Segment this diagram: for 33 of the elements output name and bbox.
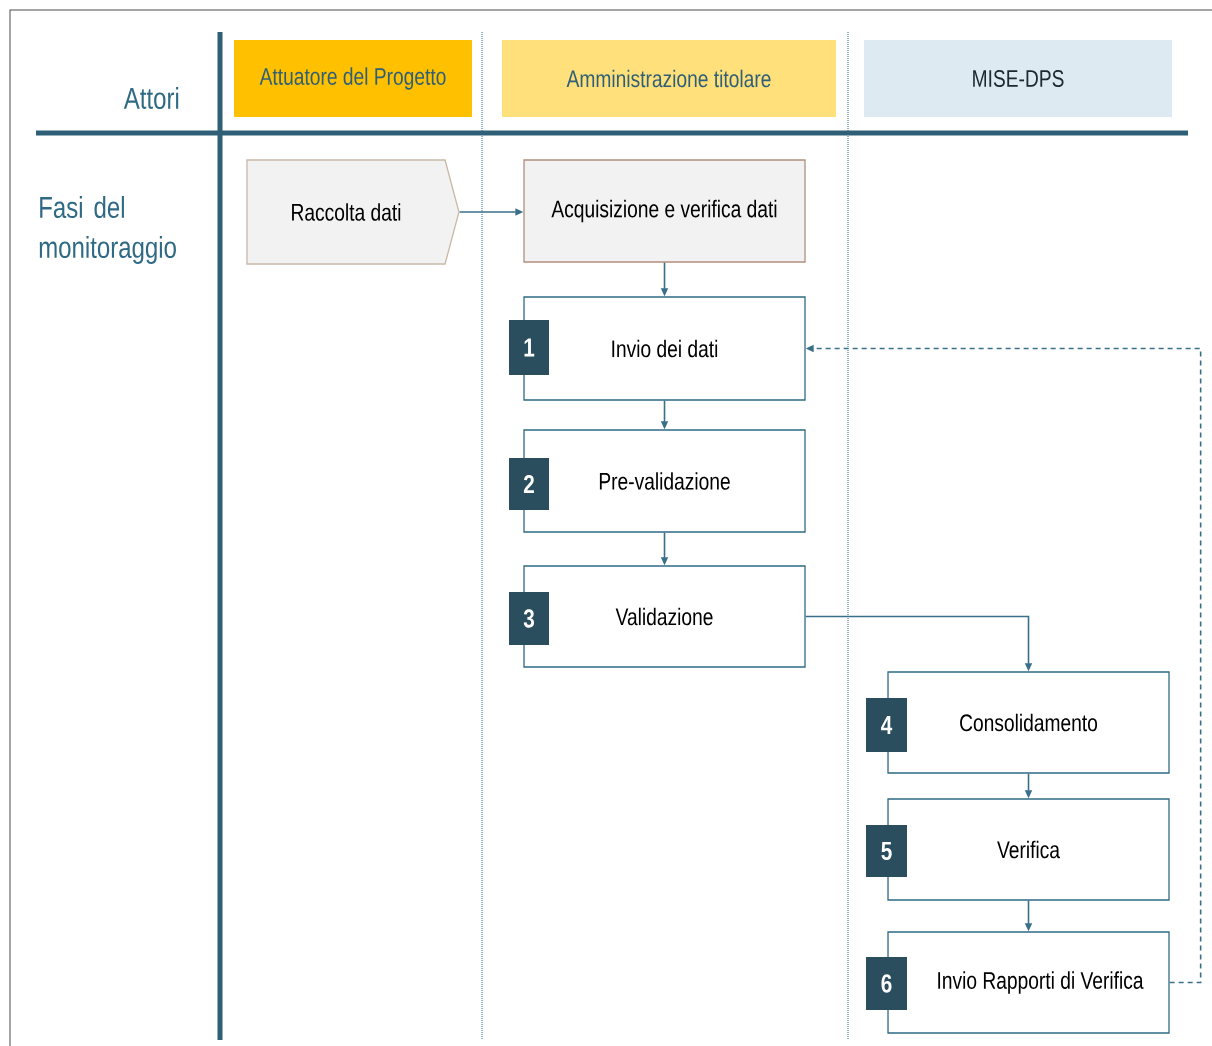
node-label: Invio dei dati <box>612 339 718 358</box>
node-label: Validazione <box>615 607 713 626</box>
process-box <box>523 296 806 401</box>
header-label: Fasi del monitoraggio <box>39 196 176 264</box>
node-label: Pre-validazione <box>599 472 730 490</box>
process-box <box>523 429 806 533</box>
node-label: Amministrazione titolare <box>566 69 771 88</box>
step-number-badge <box>866 825 907 877</box>
step-number-badge <box>866 698 907 752</box>
node-label: Invio Rapporti di Verifica <box>938 971 1144 994</box>
node-label: 1 <box>524 338 535 357</box>
header-cell <box>234 40 472 117</box>
node-label: 5 <box>881 841 892 861</box>
node-label: MISE-DPS <box>973 70 1064 87</box>
node-label: Verifica <box>997 840 1060 859</box>
pentagon-box <box>246 159 460 265</box>
step-number-badge <box>509 592 549 645</box>
node-label: 4 <box>881 716 893 734</box>
header-cell <box>864 40 1172 117</box>
node-label: 2 <box>523 474 534 494</box>
node-label: 6 <box>881 974 892 993</box>
process-box <box>523 159 806 263</box>
step-number-badge <box>866 957 907 1010</box>
node-label: Raccolta dati <box>292 203 401 221</box>
step-number-badge <box>509 320 549 375</box>
node-label: 3 <box>523 609 535 628</box>
process-box <box>523 565 806 668</box>
node-label: Attuatore del Progetto <box>259 67 446 90</box>
step-number-badge <box>509 458 549 510</box>
header-cell <box>502 40 836 117</box>
node-label: Consolidamento <box>960 713 1098 732</box>
node-label: Acquisizione e verifica dati <box>551 199 777 223</box>
header-label: Attori <box>123 87 179 109</box>
